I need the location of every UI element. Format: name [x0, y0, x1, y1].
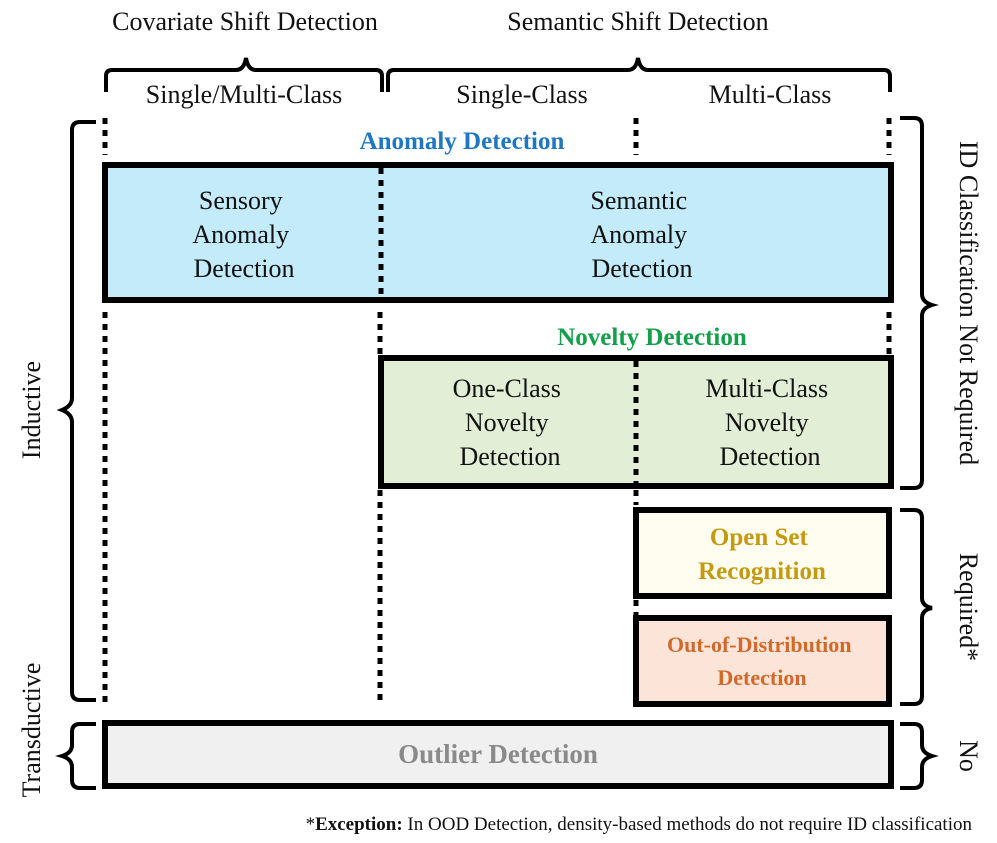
sensory-anomaly-detection: Sensory Anomaly Detection	[192, 186, 295, 283]
open-set-recognition-label: Open Set Recognition	[698, 524, 826, 585]
header-covariate-shift: Covariate Shift Detection	[112, 7, 378, 36]
outlier-detection-label: Outlier Detection	[398, 739, 598, 769]
footnote-exception-label: Exception:	[315, 814, 403, 835]
bracket-required	[900, 508, 933, 706]
footnote-text: In OOD Detection, density-based methods …	[402, 814, 972, 835]
bracket-inductive	[56, 120, 96, 702]
label-inductive: Inductive	[17, 361, 46, 459]
bracket-transductive	[55, 722, 96, 790]
anomaly-detection-title: Anomaly Detection	[360, 128, 565, 155]
outlier-detection-box	[102, 720, 894, 789]
novelty-detection-box	[378, 355, 894, 489]
anomaly-detection-box	[102, 162, 894, 303]
footnote: *Exception: In OOD Detection, density-ba…	[0, 814, 972, 836]
bracket-not-required	[900, 116, 939, 490]
label-id-classification-not-required: ID Classification Not Required	[954, 141, 983, 465]
label-transductive: Transductive	[17, 663, 46, 798]
subheader-single-class: Single-Class	[456, 80, 587, 109]
bracket-semantic	[386, 57, 892, 92]
bracket-covariate	[104, 57, 384, 92]
subheader-multi-class: Multi-Class	[709, 80, 832, 109]
header-semantic-shift: Semantic Shift Detection	[507, 7, 768, 36]
one-class-novelty-detection: One-Class Novelty Detection	[453, 374, 568, 471]
novelty-detection-title: Novelty Detection	[557, 324, 747, 351]
bracket-no	[900, 722, 939, 790]
ood-detection-label: Out-of-Distribution Detection	[667, 632, 857, 690]
label-no: No	[954, 740, 983, 772]
column-dividers	[102, 118, 892, 705]
multi-class-novelty-detection: Multi-Class Novelty Detection	[705, 374, 834, 471]
ood-detection-box	[633, 615, 892, 707]
label-required: Required*	[954, 553, 983, 661]
open-set-recognition-box	[633, 507, 892, 599]
footnote-star: *	[305, 814, 316, 835]
subheader-single-multi-class: Single/Multi-Class	[146, 80, 342, 109]
semantic-anomaly-detection: Semantic Anomaly Detection	[590, 186, 693, 283]
